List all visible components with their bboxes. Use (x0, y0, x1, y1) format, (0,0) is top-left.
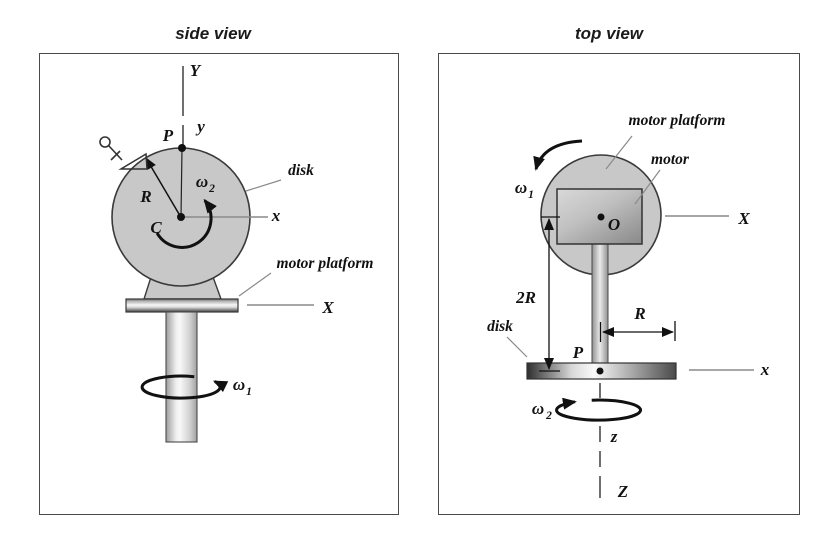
omega1-rotation-arrow (141, 374, 229, 400)
pin-triangle (118, 153, 149, 171)
pin-circle (99, 136, 112, 149)
top-view-title: top view (574, 24, 644, 43)
omega2-rotation-arrow (555, 398, 643, 422)
motor-leader-line (634, 170, 661, 205)
point-P-dot (178, 144, 187, 153)
label-2R: 2R (515, 288, 536, 307)
label-P: P (572, 343, 584, 362)
label-omega2-sub: 2 (209, 183, 216, 195)
point-O-dot (597, 213, 605, 221)
pin-cross-tick (110, 150, 121, 161)
side-view-panel: Y y P C R x X disk motor platform ω 2 ω … (39, 53, 399, 515)
label-Z: Z (617, 482, 628, 501)
label-C: C (151, 218, 163, 237)
y-axis-segment (180, 148, 184, 218)
label-R: R (140, 187, 152, 206)
radius-R-arrow (145, 157, 181, 215)
label-disk: disk (487, 318, 513, 335)
label-omega2: ω (196, 172, 208, 191)
label-motor: motor (651, 151, 690, 168)
point-C-dot (177, 213, 186, 222)
label-X: X (738, 209, 751, 228)
label-omega1-sub: 1 (529, 189, 535, 201)
label-x: x (271, 206, 281, 225)
dimension-R (600, 321, 677, 343)
label-x: x (760, 360, 770, 379)
label-P: P (162, 126, 174, 145)
shaft-top-view (591, 243, 609, 364)
label-motor-platform: motor platform (277, 255, 374, 272)
top-view-drawing: motor platform motor O X 2R R disk P x z… (487, 112, 770, 501)
dimension-2R (539, 216, 561, 373)
disk-leader-line (246, 179, 282, 192)
label-omega1: ω (233, 375, 245, 394)
pin-stem (108, 145, 123, 161)
point-P-dot (596, 367, 604, 375)
label-motor-platform: motor platform (629, 112, 726, 129)
label-omega2-sub: 2 (546, 410, 553, 422)
label-disk: disk (288, 162, 314, 179)
motor-platform-leader-line (605, 136, 633, 170)
omega2-rotation-arrow (156, 199, 218, 250)
top-view-panel: motor platform motor O X 2R R disk P x z… (438, 53, 800, 515)
platform-bar (125, 298, 240, 314)
side-view-title: side view (175, 24, 251, 43)
omega1-rotation-arrow (533, 139, 583, 172)
label-omega1: ω (515, 178, 527, 197)
label-z: z (610, 427, 618, 446)
disk-leader-line (506, 336, 528, 358)
label-omega2: ω (532, 399, 544, 418)
label-X: X (322, 298, 335, 317)
label-omega1-sub: 1 (247, 386, 253, 398)
label-R: R (634, 304, 646, 323)
label-Y: Y (190, 61, 202, 80)
rim-pin-marker-icon (99, 136, 149, 171)
side-view-drawing: Y y P C R x X disk motor platform ω 2 ω … (99, 61, 374, 443)
label-O: O (608, 215, 620, 234)
label-y: y (196, 117, 206, 136)
motor-platform-leader-line (239, 272, 272, 297)
